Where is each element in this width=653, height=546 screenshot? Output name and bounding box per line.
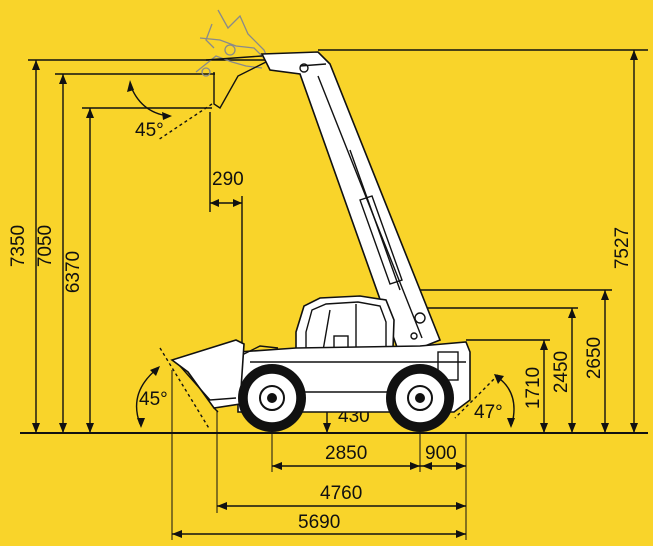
horizontal-dimension-lines: [171, 370, 467, 540]
height-dimension-lines-right: [318, 49, 648, 433]
length-5690-label: 5690: [298, 512, 340, 533]
height-2450-label: 2450: [551, 351, 572, 393]
height-2650-label: 2650: [584, 337, 605, 379]
top-dump-angle-mark: [127, 80, 213, 141]
reach-290-label: 290: [212, 169, 244, 190]
top-angle-label: 45°: [135, 120, 164, 141]
rear-departure-angle-mark: [454, 374, 515, 428]
pallet-fork-ghost-icon: [195, 9, 271, 77]
bucket-icon: [170, 339, 245, 413]
telehandler-machine-icon: [170, 9, 471, 432]
wheelbase-2850-label: 2850: [325, 443, 367, 464]
rear-angle-label: 47°: [474, 402, 503, 423]
front-angle-label: 45°: [139, 389, 168, 410]
wheel-icon: [238, 364, 306, 432]
height-7050-label: 7050: [35, 225, 56, 267]
height-6370-label: 6370: [63, 251, 84, 293]
height-7350-label: 7350: [8, 225, 29, 267]
height-1710-label: 1710: [523, 367, 544, 409]
reach-290-dimension: [209, 112, 243, 345]
length-4760-label: 4760: [320, 483, 362, 504]
wheel-icon: [386, 364, 454, 432]
rear-overhang-900-label: 900: [425, 443, 457, 464]
height-7527-label: 7527: [612, 227, 633, 269]
height-dimension-lines-left: [28, 59, 270, 433]
front-approach-angle-mark: [135, 347, 211, 431]
